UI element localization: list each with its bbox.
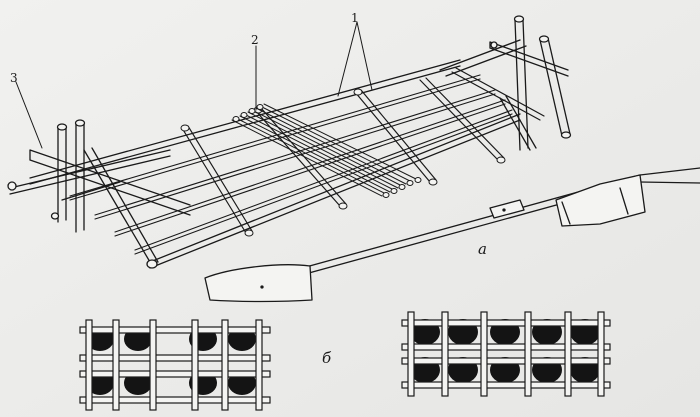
float-layout-right [401,311,611,397]
frame-right [401,311,611,397]
right-end-structure [439,15,572,151]
raft-frame [7,15,700,303]
cross-pole-ends [180,88,506,237]
steering-oar [204,167,700,303]
callout-leaders [15,21,373,149]
pole-bundle [231,103,422,198]
left-end-structure [7,119,191,269]
longitudinal-poles [69,74,513,255]
frame-left [79,319,271,411]
panel-label-a: а [478,240,487,258]
callout-3: 3 [10,71,18,85]
cross-poles [181,67,545,234]
float-layout-left [79,319,271,411]
callout-1: 1 [351,11,359,25]
panel-label-b: б [322,349,332,367]
callout-2: 2 [251,33,259,47]
